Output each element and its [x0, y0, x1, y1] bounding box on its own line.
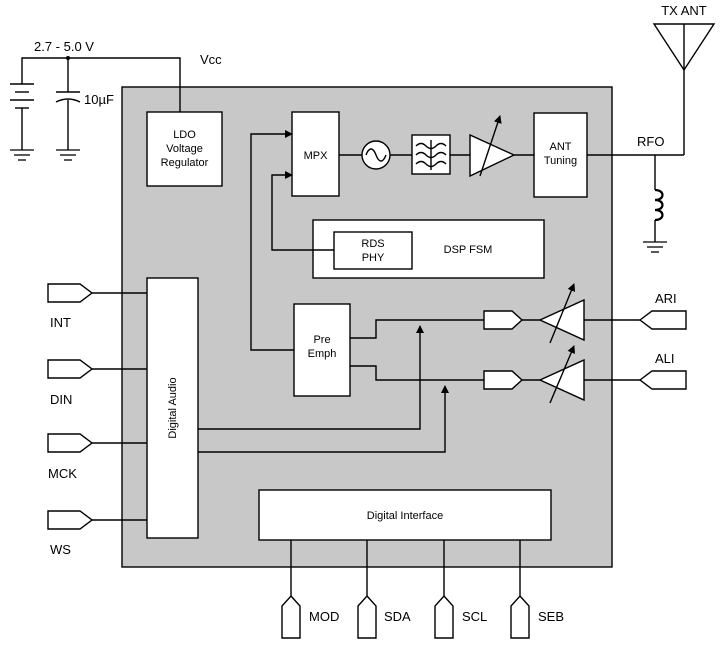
- rfo-label: RFO: [637, 134, 664, 149]
- ant-tuning-label-line1: ANT: [550, 141, 572, 153]
- tx-ant-label: TX ANT: [661, 3, 707, 18]
- digital-audio-block: [146, 277, 199, 539]
- oscillator-symbol: [361, 140, 391, 170]
- int-pin-label: INT: [50, 315, 71, 330]
- pre-emph-label-line2: Emph: [308, 348, 337, 360]
- pre-emphasis-block: [293, 303, 351, 397]
- ant-tuning-label-line2: Tuning: [544, 155, 577, 167]
- ali-pin-label: ALI: [655, 351, 675, 366]
- digital-audio-label: Digital Audio: [167, 377, 179, 438]
- ari-buffer: [483, 310, 524, 330]
- mck-pin-label: MCK: [48, 466, 77, 481]
- seb-pin-label: SEB: [538, 609, 564, 624]
- digital-interface-block: [258, 489, 552, 541]
- capacitor-value-label: 10µF: [84, 92, 114, 107]
- ldo-label-line3: Regulator: [161, 157, 209, 169]
- ari-pin: [638, 310, 687, 330]
- power-supply: [10, 56, 181, 161]
- mpx-block: [291, 111, 340, 197]
- ali-pin: [638, 370, 687, 390]
- ldo-label-line2: Voltage: [166, 143, 203, 155]
- ari-pin-label: ARI: [655, 291, 677, 306]
- sda-pin: [357, 594, 377, 639]
- ws-pin: [47, 510, 94, 530]
- din-pin-label: DIN: [50, 392, 72, 407]
- mod-pin: [281, 594, 301, 639]
- mck-pin: [47, 433, 94, 453]
- ldo-label-line1: LDO: [173, 129, 196, 141]
- mpx-label: MPX: [304, 150, 329, 162]
- int-pin: [47, 283, 94, 303]
- ali-buffer: [483, 370, 524, 390]
- voltage-range-label: 2.7 - 5.0 V: [34, 39, 94, 54]
- rds-label-line2: PHY: [362, 252, 385, 264]
- pre-emph-label-line1: Pre: [313, 334, 330, 346]
- inductor-symbol: [643, 155, 667, 253]
- sda-pin-label: SDA: [384, 609, 411, 624]
- seb-pin: [510, 594, 530, 639]
- vcc-label: Vcc: [200, 52, 222, 67]
- rds-label-line1: RDS: [361, 238, 384, 250]
- dsp-fsm-label: DSP FSM: [444, 244, 493, 256]
- scl-pin: [434, 594, 454, 639]
- din-pin: [47, 359, 94, 379]
- ws-pin-label: WS: [50, 542, 71, 557]
- ldo-regulator-block: [146, 111, 223, 187]
- digital-interface-label: Digital Interface: [367, 510, 443, 522]
- mod-pin-label: MOD: [309, 609, 339, 624]
- filter-symbol: [411, 134, 451, 175]
- scl-pin-label: SCL: [462, 609, 487, 624]
- power-amplifier-symbol: [469, 115, 516, 178]
- antenna-symbol: [652, 23, 716, 155]
